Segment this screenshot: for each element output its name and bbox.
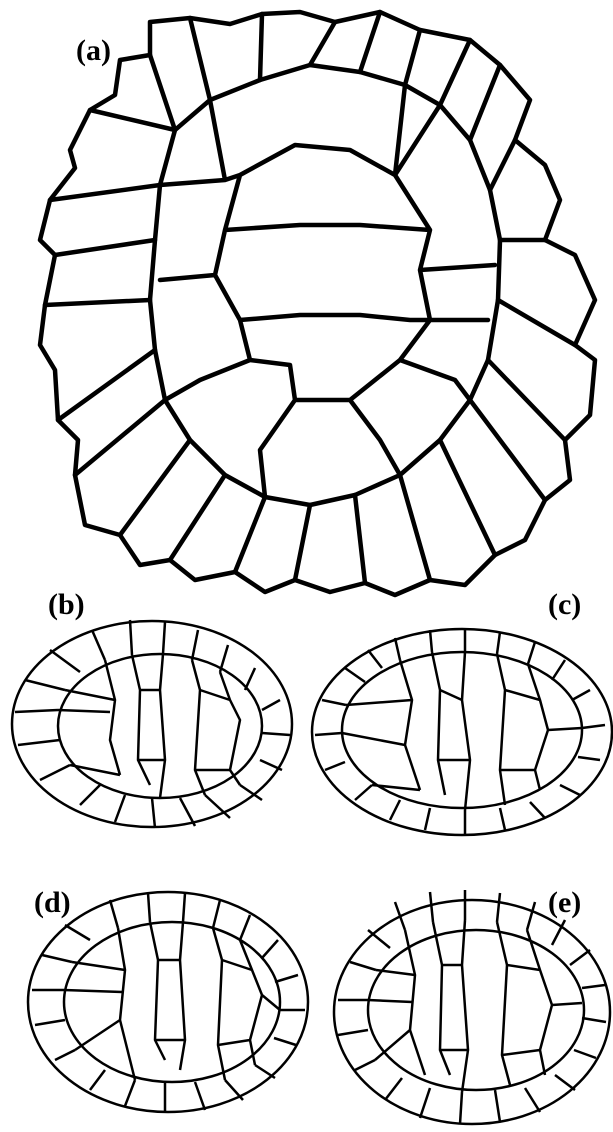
panel-a: (a)	[40, 12, 595, 595]
panel-b: (b)	[12, 588, 292, 828]
panel-e-cells	[334, 890, 610, 1124]
panel-a-cells	[40, 12, 595, 595]
panel-c-outer-boundary	[312, 629, 612, 835]
panel-d-cells	[28, 892, 308, 1112]
panel-b-cells	[12, 620, 292, 828]
panel-c-cells	[312, 628, 612, 835]
panel-c-label: (c)	[548, 588, 581, 621]
panel-b-label: (b)	[48, 588, 85, 621]
panel-d: (d)	[28, 886, 308, 1112]
panel-e: (e)	[334, 886, 610, 1124]
panel-e-label: (e)	[548, 886, 581, 919]
panel-d-label: (d)	[34, 886, 71, 919]
panel-a-label: (a)	[76, 34, 111, 67]
panel-d-outer-boundary	[28, 892, 308, 1112]
panel-c: (c)	[312, 588, 612, 835]
